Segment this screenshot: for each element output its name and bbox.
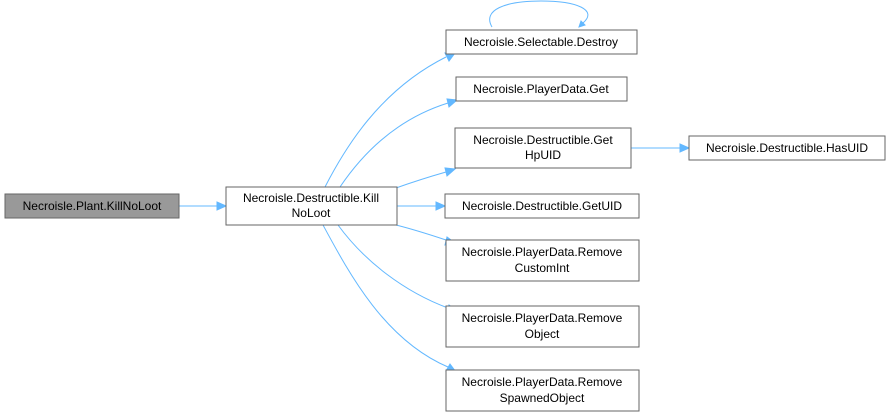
node-label-line-1: Necroisle.PlayerData.Remove — [462, 245, 623, 259]
node-playerdata-get[interactable]: Necroisle.PlayerData.Get — [455, 76, 628, 102]
edge-arrow-plant-to-destructible — [216, 201, 228, 211]
node-playerdata-removeobject[interactable]: Necroisle.PlayerData.Remove Object — [445, 305, 640, 348]
edge-killnoloot-to-removecustomint — [395, 224, 447, 241]
edge-killnoloot-to-removeobject — [337, 224, 449, 309]
node-label-line-2: Object — [525, 327, 560, 341]
edge-killnoloot-to-playerdata-get — [339, 102, 449, 188]
node-label-line-2: NoLoot — [292, 206, 331, 220]
node-destructible-gethpuid[interactable]: Necroisle.Destructible.Get HpUID — [454, 127, 632, 169]
node-label-line-1: Necroisle.Destructible.Get — [473, 133, 613, 147]
node-plant-killnoloot[interactable]: Necroisle.Plant.KillNoLoot — [4, 193, 180, 219]
edge-arrow-to-hasuid — [679, 143, 691, 153]
node-label-line-2: SpawnedObject — [500, 391, 585, 405]
edge-killnoloot-to-removespawnedobject — [322, 224, 449, 368]
edge-selectable-destroy-self-loop — [489, 0, 589, 28]
node-label: Necroisle.Selectable.Destroy — [464, 35, 618, 49]
node-label-line-1: Necroisle.Destructible.Kill — [243, 191, 379, 205]
edge-arrow-to-getuid — [435, 201, 447, 211]
node-label-line-2: HpUID — [525, 148, 561, 162]
edge-arrow-self-loop — [578, 20, 586, 28]
node-playerdata-removecustomint[interactable]: Necroisle.PlayerData.Remove CustomInt — [445, 239, 640, 282]
node-destructible-killnoloot[interactable]: Necroisle.Destructible.Kill NoLoot — [225, 186, 398, 226]
node-label: Necroisle.Plant.KillNoLoot — [23, 199, 162, 213]
edge-killnoloot-to-gethpuid — [395, 171, 447, 189]
edge-killnoloot-to-selectable-destroy — [324, 56, 447, 188]
node-label-line-2: CustomInt — [515, 261, 570, 275]
node-label: Necroisle.Destructible.HasUID — [706, 141, 868, 155]
node-label: Necroisle.PlayerData.Get — [473, 82, 609, 96]
node-label: Necroisle.Destructible.GetUID — [462, 199, 622, 213]
edge-arrow-to-playerdata-get — [446, 98, 459, 108]
node-label-line-1: Necroisle.PlayerData.Remove — [462, 375, 623, 389]
node-destructible-getuid[interactable]: Necroisle.Destructible.GetUID — [444, 193, 640, 219]
edge-arrow-to-gethpuid — [444, 167, 457, 177]
node-label-line-1: Necroisle.PlayerData.Remove — [462, 311, 623, 325]
node-destructible-hasuid[interactable]: Necroisle.Destructible.HasUID — [688, 135, 886, 161]
node-selectable-destroy[interactable]: Necroisle.Selectable.Destroy — [445, 29, 638, 55]
node-playerdata-removespawnedobject[interactable]: Necroisle.PlayerData.Remove SpawnedObjec… — [445, 369, 640, 412]
